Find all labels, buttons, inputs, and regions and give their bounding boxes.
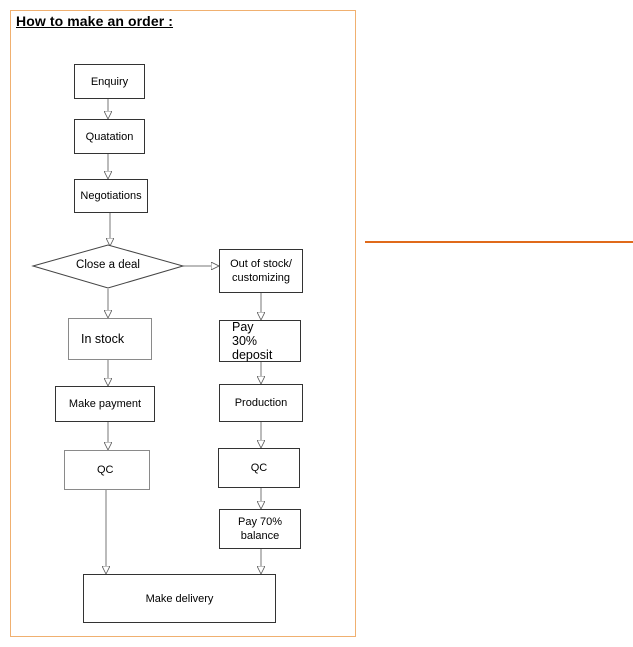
- step-qc-right: QC: [218, 448, 300, 488]
- step-pay-balance: Pay 70% balance: [219, 509, 301, 549]
- step-pay-deposit-label: Pay 30% deposit: [232, 320, 273, 362]
- step-make-payment: Make payment: [55, 386, 155, 422]
- step-make-delivery: Make delivery: [83, 574, 276, 623]
- step-negotiations-label: Negotiations: [80, 190, 142, 202]
- step-production-label: Production: [234, 397, 288, 409]
- step-in-stock: In stock: [68, 318, 152, 360]
- step-quotation-label: Quatation: [85, 130, 134, 143]
- step-pay-balance-label: Pay 70% balance: [237, 516, 283, 542]
- page-title: How to make an order :: [16, 13, 174, 29]
- step-quotation: Quatation: [74, 119, 145, 154]
- step-qc-left: QC: [64, 450, 150, 490]
- step-qc-right-label: QC: [250, 462, 268, 474]
- step-out-of-stock: Out of stock/ customizing: [219, 249, 303, 293]
- step-make-delivery-label: Make delivery: [145, 592, 214, 605]
- separator-line: [365, 241, 633, 243]
- decision-diamond: [31, 244, 185, 289]
- step-production: Production: [219, 384, 303, 422]
- step-make-payment-label: Make payment: [68, 398, 142, 410]
- step-pay-deposit: Pay 30% deposit: [219, 320, 301, 362]
- step-enquiry: Enquiry: [74, 64, 145, 99]
- step-qc-left-label: QC: [97, 464, 114, 476]
- step-enquiry-label: Enquiry: [90, 75, 129, 88]
- step-out-of-stock-label: Out of stock/ customizing: [230, 258, 292, 284]
- step-in-stock-label: In stock: [81, 332, 125, 346]
- step-negotiations: Negotiations: [74, 179, 148, 213]
- step-close-deal-label: Close a deal: [76, 259, 140, 271]
